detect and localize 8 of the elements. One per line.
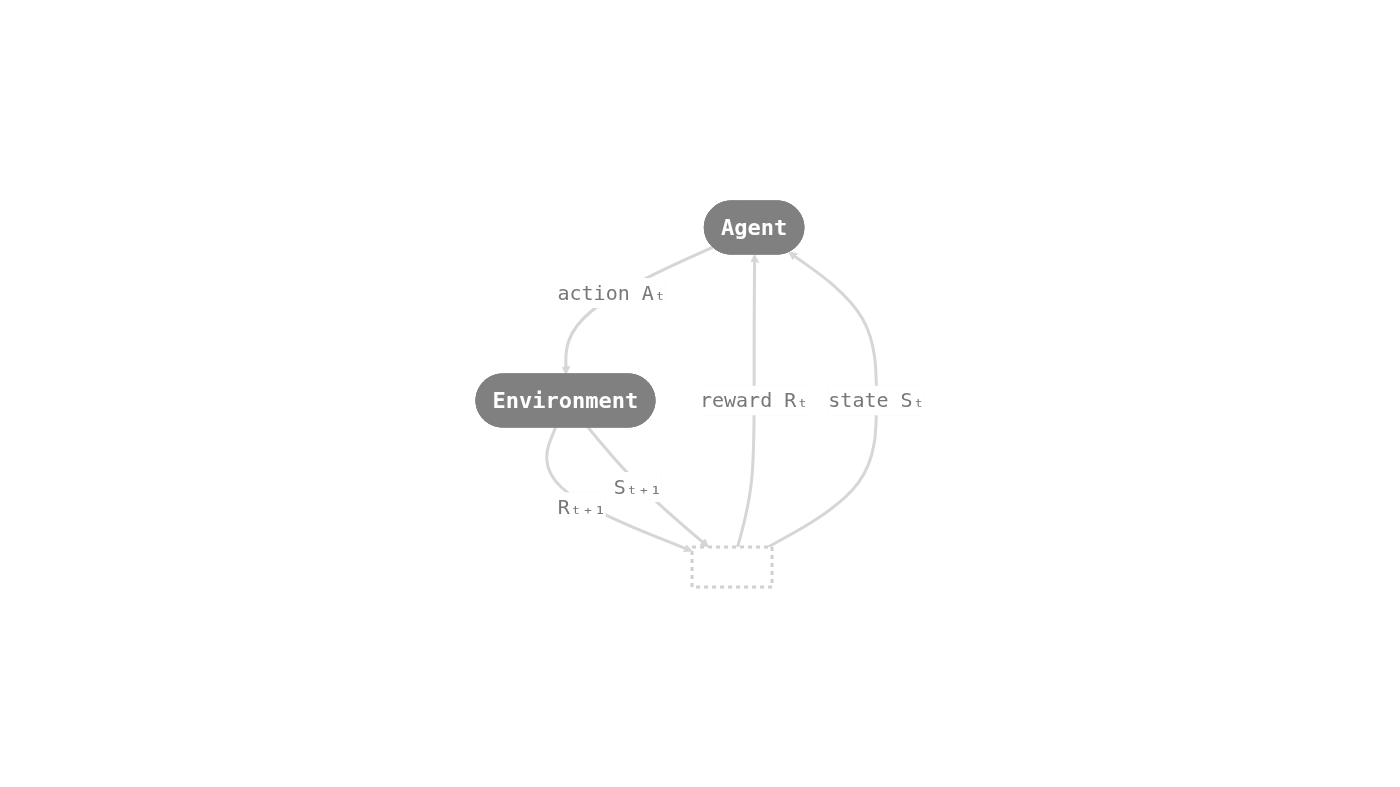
edge-label: Rₜ₊₁ bbox=[557, 494, 606, 519]
edge-label: action Aₜ bbox=[557, 280, 666, 305]
edge-label: reward Rₜ bbox=[699, 387, 808, 412]
node-bar bbox=[690, 545, 774, 588]
arrow bbox=[735, 253, 759, 547]
edge-label: state Sₜ bbox=[827, 387, 925, 412]
arrow bbox=[586, 426, 709, 547]
edge-label: Sₜ₊₁ bbox=[613, 474, 662, 499]
